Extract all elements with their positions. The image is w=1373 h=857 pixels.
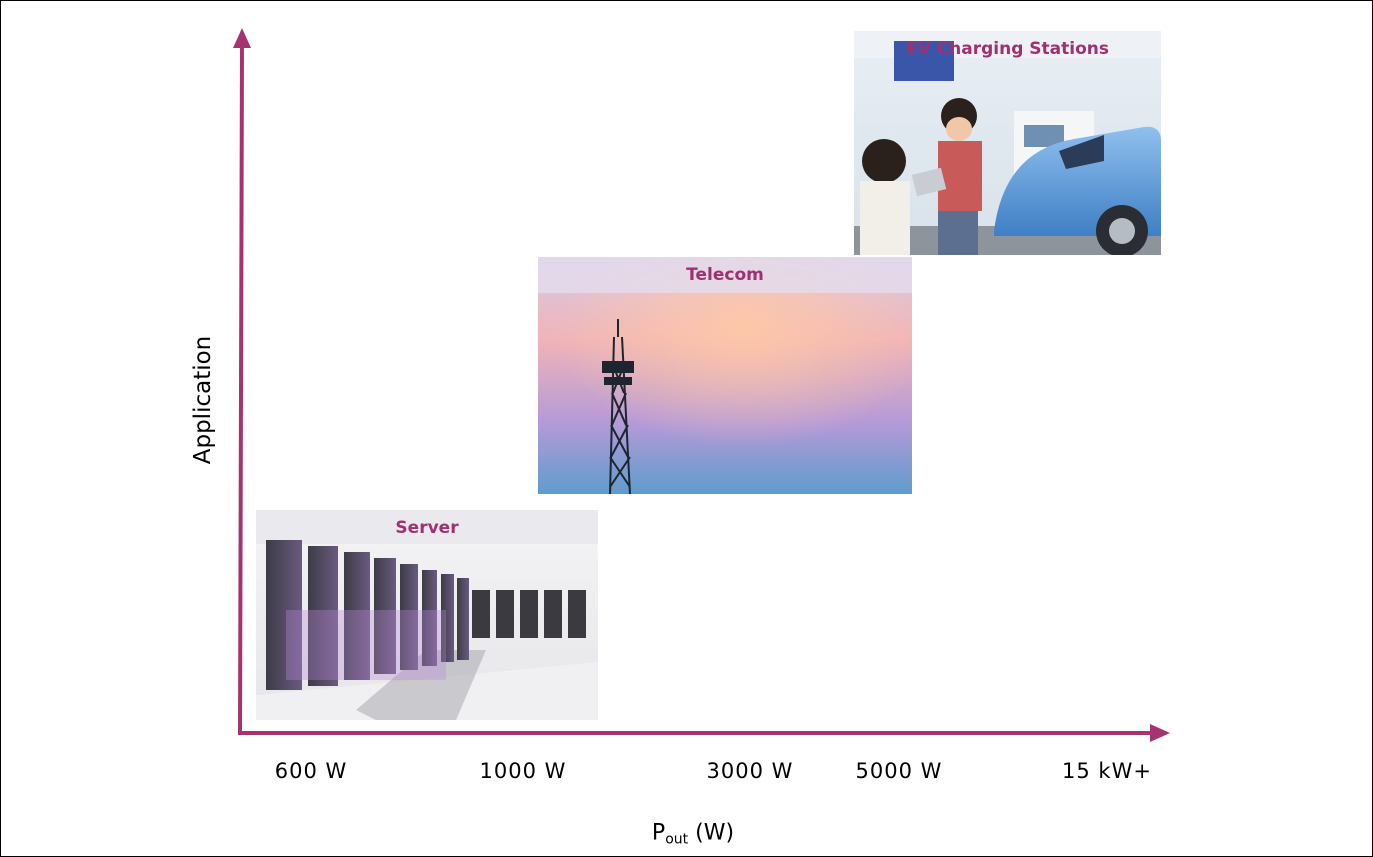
tick-label: 1000 W — [479, 759, 567, 783]
tick-label: 15 kW+ — [1062, 759, 1152, 783]
x-axis-arrowhead — [1150, 724, 1170, 742]
x-axis-label-unit: (W) — [688, 820, 735, 846]
y-axis — [238, 44, 244, 735]
telecom-title: Telecom — [686, 265, 764, 285]
y-axis-label: Application — [190, 335, 216, 465]
telecom-tower-illustration — [538, 257, 912, 494]
ev-title: EV Charging Stations — [905, 39, 1109, 59]
y-axis-arrowhead — [233, 28, 251, 48]
tick-label: 600 W — [274, 759, 348, 783]
tick-label: 5000 W — [855, 759, 943, 783]
server-title: Server — [395, 518, 459, 538]
ev-charging-illustration — [854, 31, 1161, 255]
ev-charging-image: EV Charging Stations — [854, 31, 1161, 255]
telecom-image: Telecom — [538, 257, 912, 494]
x-axis-label: Pout (W) — [652, 821, 734, 848]
server-room-illustration — [256, 510, 598, 720]
server-image: Server — [256, 510, 598, 720]
x-axis-label-subscript: out — [665, 831, 689, 848]
tick-label: 3000 W — [706, 759, 794, 783]
x-axis-label-main: P — [651, 820, 666, 846]
